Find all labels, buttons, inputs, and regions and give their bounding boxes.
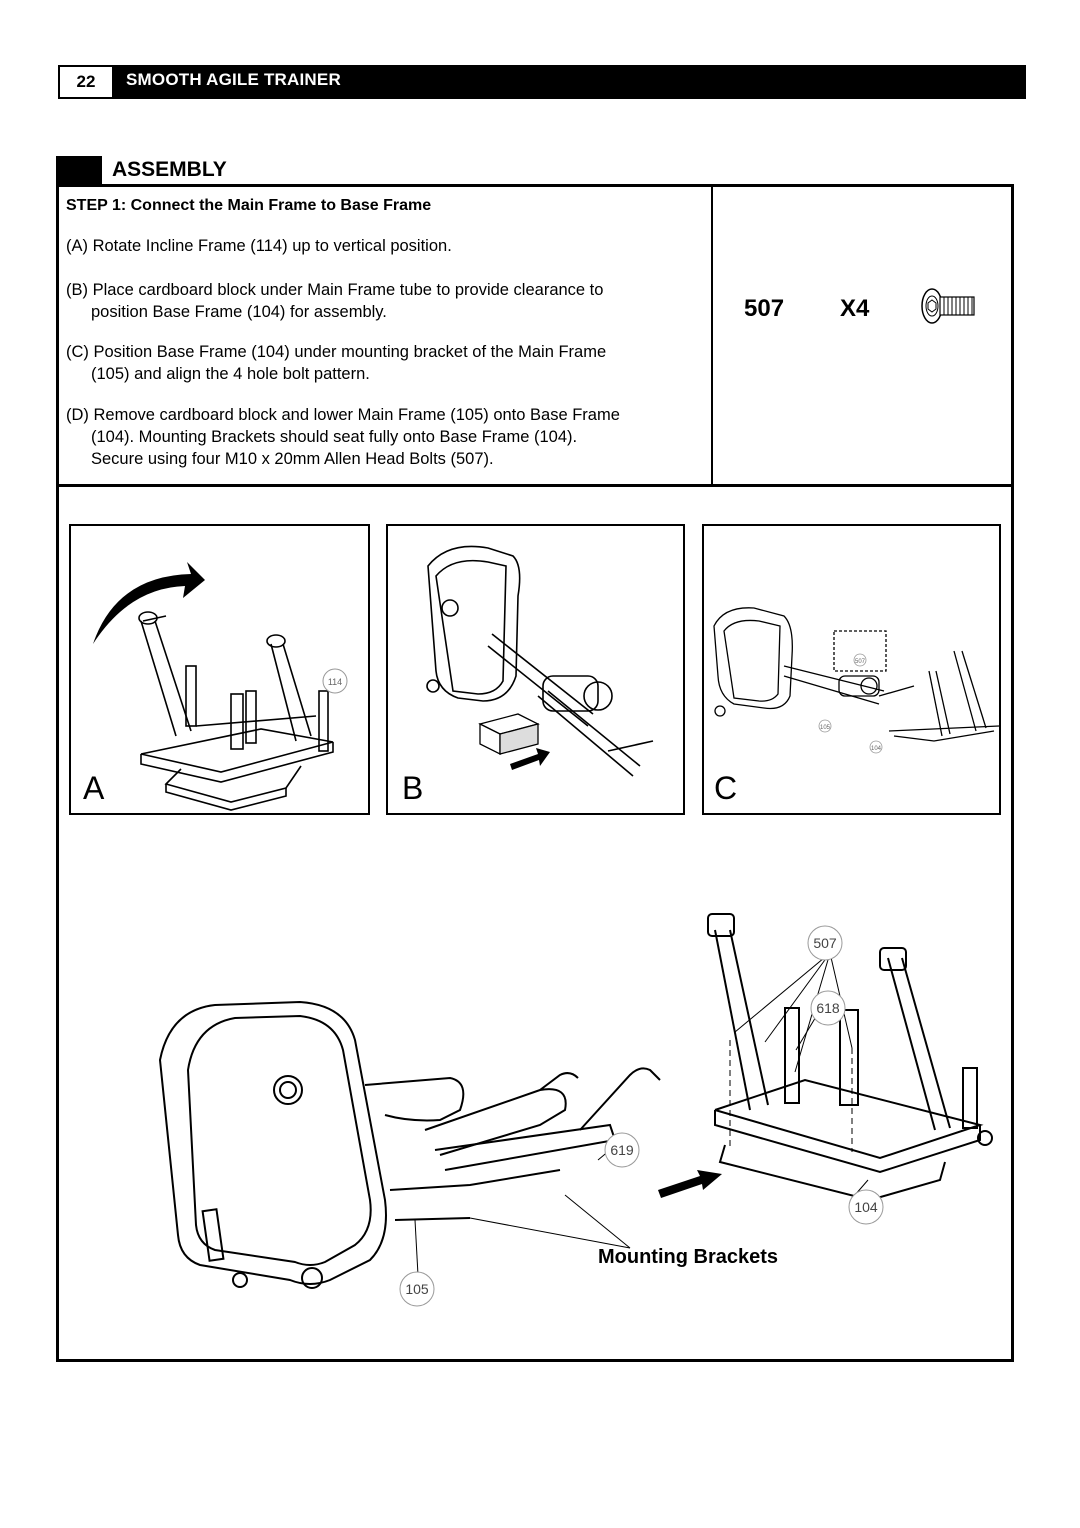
instruction-a: (A) Rotate Incline Frame (114) up to ver… [66, 235, 452, 257]
callout-618: 618 [816, 1000, 840, 1016]
page-number-text: 22 [76, 72, 96, 91]
instruction-line: (A) Rotate Incline Frame (114) up to ver… [66, 237, 452, 255]
incline-frame-rotation-illustration: 114 [93, 562, 348, 811]
hardware-part-number: 507 [744, 295, 785, 322]
callout-104-small: 104 [871, 746, 882, 752]
step-title: STEP 1: Connect the Main Frame to Base F… [66, 197, 431, 215]
instruction-line: position Base Frame (104) for assembly. [91, 303, 387, 321]
panel-letter-c: C [714, 770, 738, 806]
instruction-line: (104). Mounting Brackets should seat ful… [91, 428, 578, 446]
step-label: STEP 1 [66, 197, 121, 214]
figure-panel-c: 507 105 104 C [702, 524, 1001, 815]
instruction-line: (D) Remove cardboard block and lower Mai… [66, 406, 620, 424]
frame-divider-vertical [711, 184, 713, 486]
instruction-line: (B) Place cardboard block under Main Fra… [66, 281, 604, 299]
instruction-line: (105) and align the 4 hole bolt pattern. [91, 365, 370, 383]
callout-105: 105 [405, 1281, 429, 1297]
hardware-quantity: X4 [840, 295, 870, 322]
page-number: 22 [60, 67, 112, 97]
instruction-b: (B) Place cardboard block under Main Fra… [66, 279, 603, 323]
step-title-text: : Connect the Main Frame to Base Frame [120, 197, 432, 214]
content-frame [56, 184, 1014, 1362]
callout-507-small: 507 [855, 659, 866, 665]
section-title: ASSEMBLY [112, 158, 227, 181]
base-frame-position-illustration: 507 105 104 [713, 607, 1000, 754]
header-bar [58, 65, 1026, 99]
callout-105-small: 105 [820, 725, 831, 731]
main-assembly-illustration: 507 618 619 104 105 [158, 913, 993, 1307]
section-marker [56, 156, 102, 184]
figure-panel-b: B [386, 524, 685, 815]
callout-114: 114 [328, 677, 342, 687]
allen-head-bolt-icon [921, 288, 975, 324]
figure-panel-a: 114 A [69, 524, 370, 815]
callout-507: 507 [813, 935, 837, 951]
callout-619: 619 [610, 1142, 634, 1158]
instruction-line: (C) Position Base Frame (104) under moun… [66, 343, 607, 361]
instruction-line: Secure using four M10 x 20mm Allen Head … [91, 450, 494, 468]
header-title: SMOOTH AGILE TRAINER [126, 70, 341, 89]
panel-letter-b: B [402, 770, 424, 806]
instruction-d: (D) Remove cardboard block and lower Mai… [66, 404, 620, 470]
mounting-brackets-label: Mounting Brackets [598, 1246, 779, 1268]
panel-letter-a: A [83, 770, 105, 806]
instruction-c: (C) Position Base Frame (104) under moun… [66, 341, 606, 385]
callout-104: 104 [854, 1199, 878, 1215]
cardboard-block-placement-illustration [426, 545, 654, 777]
frame-divider-horizontal [56, 484, 1014, 487]
